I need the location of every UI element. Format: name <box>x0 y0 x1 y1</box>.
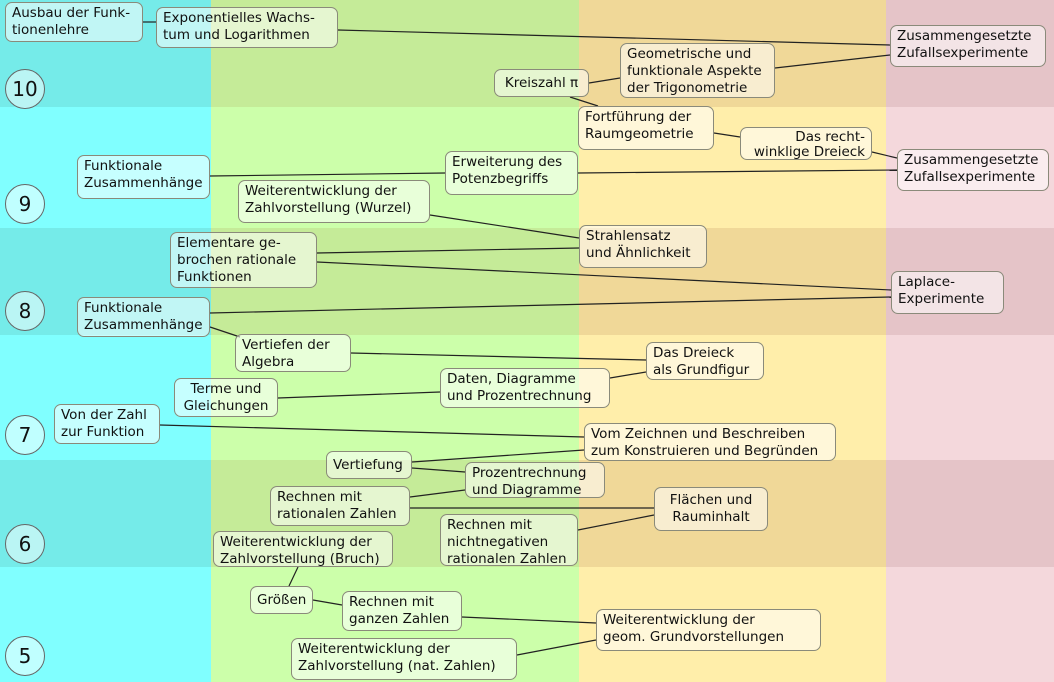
topic-node[interactable]: Flächen und Rauminhalt <box>654 487 768 531</box>
topic-node[interactable]: Vertiefen der Algebra <box>235 334 351 372</box>
topic-node[interactable]: Strahlensatz und Ähnlichkeit <box>579 225 707 268</box>
connector <box>337 29 891 46</box>
connector <box>577 514 655 531</box>
topic-node[interactable]: Rechnen mit nichtnegativen rationalen Za… <box>440 514 578 567</box>
topic-node[interactable]: Fortführung der Raumgeometrie <box>578 106 714 150</box>
topic-node[interactable]: Funktionale Zusammenhänge <box>77 297 210 337</box>
topic-node[interactable]: Von der Zahl zur Funktion <box>54 404 160 444</box>
connector <box>569 96 599 107</box>
topic-node[interactable]: Weiterentwicklung der geom. Grundvorstel… <box>596 609 821 651</box>
connector <box>288 566 299 587</box>
connector <box>516 639 597 656</box>
connector <box>316 247 580 254</box>
grade-7-badge: 7 <box>5 415 45 455</box>
grade-9-badge: 9 <box>5 184 45 224</box>
connector <box>209 296 892 314</box>
topic-node[interactable]: Weiterentwicklung der Zahlvorstellung (W… <box>238 180 430 223</box>
topic-node[interactable]: Erweiterung des Potenzbegriffs <box>445 151 578 195</box>
topic-node[interactable]: Terme und Gleichungen <box>174 378 278 417</box>
grade-8-badge: 8 <box>5 291 45 331</box>
connector <box>159 424 585 438</box>
topic-node[interactable]: Geometrische und funktionale Aspekte der… <box>620 43 775 98</box>
topic-node[interactable]: Das Dreieck als Grundfigur <box>646 342 764 380</box>
topic-node[interactable]: Laplace- Experimente <box>891 271 1004 314</box>
grade-5-badge: 5 <box>5 636 45 676</box>
topic-node[interactable]: Das recht- winklige Dreieck <box>740 127 872 160</box>
connector <box>713 132 741 138</box>
connector <box>411 449 585 463</box>
topic-node[interactable]: Zusammengesetzte Zufallsexperimente <box>890 25 1046 67</box>
connector <box>316 261 892 291</box>
connector <box>409 489 466 498</box>
topic-node[interactable]: Weiterentwicklung der Zahlvorstellung (B… <box>213 531 393 567</box>
topic-node[interactable]: Elementare ge- brochen rationale Funktio… <box>170 232 317 288</box>
grade-band-cell <box>886 460 1054 567</box>
topic-node[interactable]: Zusammengesetzte Zufallsexperimente <box>897 149 1049 191</box>
connector <box>429 214 580 239</box>
connector <box>411 467 466 473</box>
connector <box>461 616 597 624</box>
connector <box>609 371 647 379</box>
topic-node[interactable]: Rechnen mit ganzen Zahlen <box>342 591 462 631</box>
topic-node[interactable]: Prozentrechnung und Diagramme <box>465 462 605 498</box>
connector <box>209 172 446 177</box>
connector <box>577 169 898 174</box>
connector <box>209 326 241 338</box>
connector <box>774 54 891 69</box>
connector <box>871 151 898 159</box>
grade-band-cell <box>886 335 1054 460</box>
grade-band-cell <box>886 567 1054 682</box>
topic-node[interactable]: Vertiefung <box>326 451 412 479</box>
topic-node[interactable]: Exponentielles Wachs- tum und Logarithme… <box>156 7 338 48</box>
connector <box>312 599 343 606</box>
topic-node[interactable]: Größen <box>250 586 313 614</box>
connector <box>350 352 647 361</box>
topic-node[interactable]: Daten, Diagramme und Prozentrechnung <box>440 368 610 408</box>
grade-6-badge: 6 <box>5 524 45 564</box>
connector <box>588 77 621 84</box>
topic-node[interactable]: Weiterentwicklung der Zahlvorstellung (n… <box>291 638 517 680</box>
topic-node[interactable]: Rechnen mit rationalen Zahlen <box>270 486 410 526</box>
connector <box>277 391 441 399</box>
topic-node[interactable]: Kreiszahl π <box>494 69 589 97</box>
topic-node[interactable]: Vom Zeichnen und Beschreiben zum Konstru… <box>584 423 836 461</box>
topic-node[interactable]: Ausbau der Funk- tionenlehre <box>5 2 143 42</box>
topic-node[interactable]: Funktionale Zusammenhänge <box>77 155 210 199</box>
grade-10-badge: 10 <box>5 69 45 109</box>
